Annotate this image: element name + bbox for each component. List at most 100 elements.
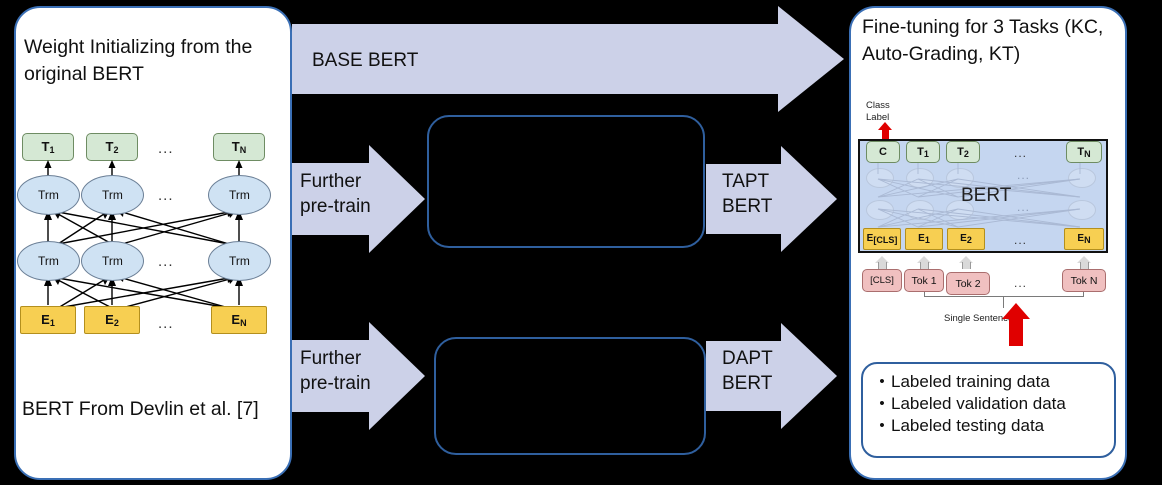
output-cell-tn-label: TN bbox=[1077, 145, 1091, 159]
output-token-t1: T1 bbox=[22, 133, 74, 161]
embedding-token-e1-label: E1 bbox=[41, 312, 55, 328]
transformer-node-l1-c1: Trm bbox=[17, 241, 80, 281]
left-panel-title: Weight Initializing from the original BE… bbox=[24, 36, 253, 85]
class-label-red-arrow-icon bbox=[878, 122, 892, 130]
token-cell-tokn-label: Tok N bbox=[1070, 274, 1098, 287]
embedding-cell-e2: E2 bbox=[947, 228, 985, 250]
embedding-cell-ellipsis: ... bbox=[1014, 233, 1028, 247]
embedding-token-e2-label: E2 bbox=[105, 312, 119, 328]
token-cell-tok2-label: Tok 2 bbox=[955, 277, 981, 290]
embedding-cell-cls-label: E[CLS] bbox=[866, 233, 898, 245]
token-cell-ellipsis: ... bbox=[1014, 276, 1028, 290]
output-cell-tn: TN bbox=[1066, 141, 1102, 163]
output-cell-t2: T2 bbox=[946, 141, 980, 163]
embedding-token-e1: E1 bbox=[20, 306, 76, 334]
output-token-t1-label: T1 bbox=[41, 139, 55, 155]
labeled-data-box: • Labeled training data • Labeled valida… bbox=[861, 362, 1116, 458]
bert-center-label: BERT bbox=[961, 185, 1012, 206]
token-up-arrow-2-head bbox=[917, 256, 931, 263]
arrow-tapt-bert-label: TAPT BERT bbox=[722, 171, 773, 217]
output-cell-t1-label: T1 bbox=[917, 145, 929, 159]
bert-internal-ellipsis-1: ... bbox=[1017, 168, 1031, 182]
arrow-further-pretrain-top-label: Further pre-train bbox=[300, 171, 371, 217]
labeled-data-item-0: Labeled training data bbox=[891, 372, 1050, 391]
output-cell-c: C bbox=[866, 141, 900, 163]
token-cell-tokn: Tok N bbox=[1062, 269, 1106, 292]
bert-internal-node-2 bbox=[906, 168, 934, 188]
embedding-cell-e1: E1 bbox=[905, 228, 943, 250]
transformer-l2-ellipsis: ... bbox=[158, 187, 174, 204]
token-up-arrow-3-head bbox=[959, 256, 973, 263]
token-up-arrow-2-stem bbox=[920, 262, 929, 269]
output-cell-t1: T1 bbox=[906, 141, 940, 163]
list-item: • Labeled testing data bbox=[873, 415, 1114, 437]
token-up-arrow-4-stem bbox=[1080, 262, 1089, 269]
output-cell-ellipsis: ... bbox=[1014, 146, 1028, 160]
class-label-red-arrow-stem bbox=[882, 129, 889, 140]
list-item: • Labeled validation data bbox=[873, 393, 1114, 415]
transformer-node-l2-c1: Trm bbox=[17, 175, 80, 215]
transformer-l1-ellipsis: ... bbox=[158, 253, 174, 270]
middle-box-top bbox=[427, 115, 705, 248]
transformer-node-l1-c3: Trm bbox=[208, 241, 271, 281]
bullet-icon: • bbox=[879, 373, 885, 390]
output-token-t2: T2 bbox=[86, 133, 138, 161]
transformer-node-l2-c3: Trm bbox=[208, 175, 271, 215]
output-cell-c-label: C bbox=[879, 146, 887, 158]
output-row-ellipsis: ... bbox=[158, 140, 174, 157]
single-sentence-label: Single Sentence bbox=[944, 313, 1014, 324]
embedding-row-ellipsis: ... bbox=[158, 315, 174, 332]
embedding-token-e2: E2 bbox=[84, 306, 140, 334]
bert-internal-node-4 bbox=[1068, 168, 1096, 188]
left-panel-footer: BERT From Devlin et al. [7] bbox=[22, 398, 259, 420]
bert-internal-node-5 bbox=[866, 200, 894, 220]
transformer-node-l1-c2-label: Trm bbox=[102, 254, 123, 268]
output-token-tn: TN bbox=[213, 133, 265, 161]
embedding-token-en-label: EN bbox=[231, 312, 247, 328]
embedding-cell-cls: E[CLS] bbox=[863, 228, 901, 250]
token-cell-tok2: Tok 2 bbox=[946, 272, 990, 295]
embedding-cell-e2-label: E2 bbox=[960, 233, 972, 245]
token-up-arrow-4-head bbox=[1077, 256, 1091, 263]
bullet-icon: • bbox=[879, 395, 885, 412]
arrow-further-pretrain-bottom-label: Further pre-train bbox=[300, 348, 371, 394]
bert-internal-ellipsis-2: ... bbox=[1017, 200, 1031, 214]
single-sentence-bracket-stem bbox=[1003, 296, 1005, 308]
data-input-red-arrow-stem bbox=[1009, 318, 1023, 346]
embedding-cell-en-label: EN bbox=[1077, 233, 1091, 245]
output-token-tn-label: TN bbox=[231, 139, 247, 155]
embedding-cell-en: EN bbox=[1064, 228, 1104, 250]
bert-internal-node-6 bbox=[906, 200, 934, 220]
embedding-cell-e1-label: E1 bbox=[918, 233, 930, 245]
middle-box-bottom bbox=[434, 337, 706, 455]
single-sentence-bracket-right bbox=[1083, 292, 1085, 297]
transformer-node-l1-c2: Trm bbox=[81, 241, 144, 281]
transformer-node-l1-c3-label: Trm bbox=[229, 254, 250, 268]
arrow-dapt-bert-label: DAPT BERT bbox=[722, 348, 773, 394]
token-cell-tok1: Tok 1 bbox=[904, 269, 944, 292]
bullet-icon: • bbox=[879, 417, 885, 434]
bert-internal-node-1 bbox=[866, 168, 894, 188]
transformer-node-l2-c2: Trm bbox=[81, 175, 144, 215]
arrow-base-bert-label: BASE BERT bbox=[312, 50, 419, 71]
token-up-arrow-1-stem bbox=[878, 262, 887, 269]
output-cell-t2-label: T2 bbox=[957, 145, 969, 159]
output-token-t2-label: T2 bbox=[105, 139, 119, 155]
transformer-node-l1-c1-label: Trm bbox=[38, 254, 59, 268]
transformer-node-l2-c3-label: Trm bbox=[229, 188, 250, 202]
embedding-token-en: EN bbox=[211, 306, 267, 334]
token-cell-tok1-label: Tok 1 bbox=[911, 274, 937, 287]
token-up-arrow-3-stem bbox=[962, 262, 971, 269]
transformer-node-l2-c1-label: Trm bbox=[38, 188, 59, 202]
list-item: • Labeled training data bbox=[873, 371, 1114, 393]
labeled-data-item-2: Labeled testing data bbox=[891, 416, 1045, 435]
labeled-data-item-1: Labeled validation data bbox=[891, 394, 1066, 413]
transformer-node-l2-c2-label: Trm bbox=[102, 188, 123, 202]
token-cell-cls-label: [CLS] bbox=[870, 275, 894, 286]
token-cell-cls: [CLS] bbox=[862, 269, 902, 292]
token-up-arrow-1-head bbox=[875, 256, 889, 263]
right-panel-title: Fine-tuning for 3 Tasks (KC, Auto-Gradin… bbox=[862, 16, 1104, 65]
class-label-text: Class Label bbox=[866, 100, 890, 123]
bert-internal-node-8 bbox=[1068, 200, 1096, 220]
single-sentence-bracket-left bbox=[924, 292, 926, 297]
